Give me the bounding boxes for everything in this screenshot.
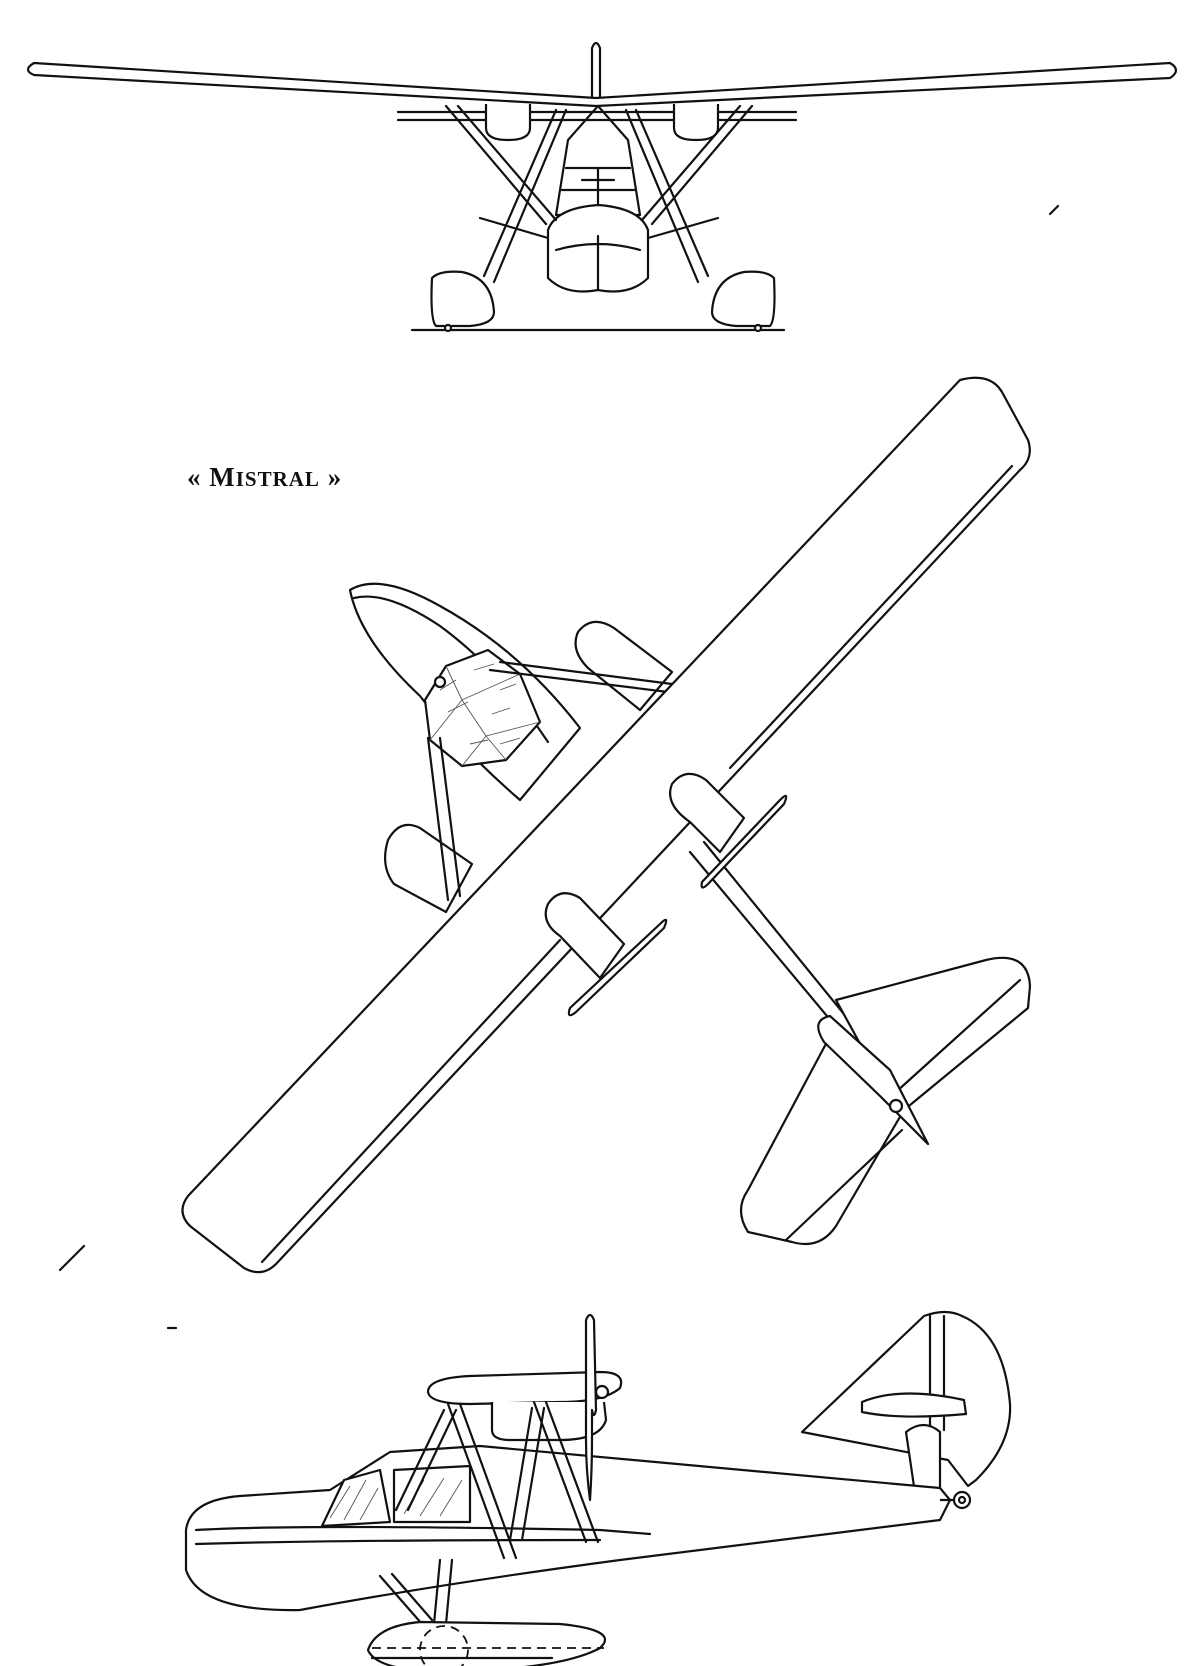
top-tailplane-lower xyxy=(739,1038,906,1246)
top-nacelle-left xyxy=(544,892,626,980)
title-close-quote: » xyxy=(327,462,343,492)
side-cabin-window xyxy=(392,1464,472,1524)
top-wing-aileron-right xyxy=(728,464,1014,770)
top-view xyxy=(181,376,1032,1274)
side-tailplane xyxy=(860,1392,968,1418)
top-rudder xyxy=(817,1014,930,1146)
side-float xyxy=(366,1620,607,1666)
side-nacelle xyxy=(490,1401,608,1442)
paper-specks xyxy=(58,204,1060,1330)
top-float-upper xyxy=(574,620,674,712)
front-float-right xyxy=(710,270,776,328)
front-nacelle-left xyxy=(484,104,532,142)
front-nacelle-right xyxy=(672,104,720,142)
top-struts xyxy=(426,660,674,902)
front-wing xyxy=(26,61,1178,108)
title-initial: M xyxy=(209,462,236,492)
front-struts xyxy=(444,104,754,284)
front-fin xyxy=(590,41,602,102)
side-view xyxy=(184,1310,1012,1666)
front-float-left xyxy=(430,270,496,328)
front-view xyxy=(26,41,1178,333)
side-struts xyxy=(394,1400,600,1560)
side-propeller xyxy=(584,1313,598,1502)
side-wing xyxy=(426,1370,623,1406)
top-float-lower xyxy=(383,823,474,914)
front-cabin xyxy=(554,104,642,217)
top-propeller-right xyxy=(700,794,788,889)
aircraft-title: « MISTRAL » xyxy=(187,462,342,493)
top-wing-aileron-left xyxy=(260,938,562,1264)
title-open-quote: « xyxy=(187,462,202,492)
top-tail-boom xyxy=(688,840,854,1036)
top-wing xyxy=(181,376,1031,1274)
top-propeller-left xyxy=(567,918,668,1017)
top-nacelle-right xyxy=(669,772,746,854)
title-rest: ISTRAL xyxy=(235,467,320,491)
